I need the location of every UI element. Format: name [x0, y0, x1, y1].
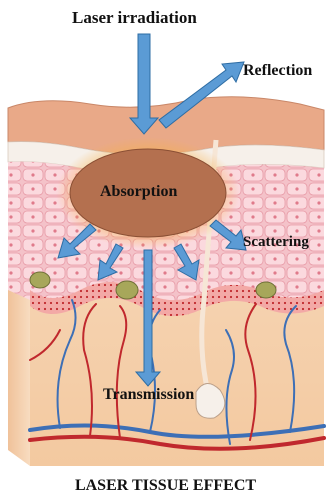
reflection-label: Reflection: [243, 62, 312, 80]
transmission-label: Transmission: [103, 386, 194, 404]
melanocyte-3: [256, 282, 276, 298]
scattering-label: Scattering: [243, 234, 309, 251]
laser-irradiation-label: Laser irradiation: [72, 8, 197, 28]
incident-arrow: [130, 34, 158, 134]
absorption-label: Absorption: [100, 183, 177, 201]
melanocyte-2: [116, 281, 138, 299]
figure-caption: LASER TISSUE EFFECT: [0, 477, 331, 495]
melanocyte-1: [30, 272, 50, 288]
